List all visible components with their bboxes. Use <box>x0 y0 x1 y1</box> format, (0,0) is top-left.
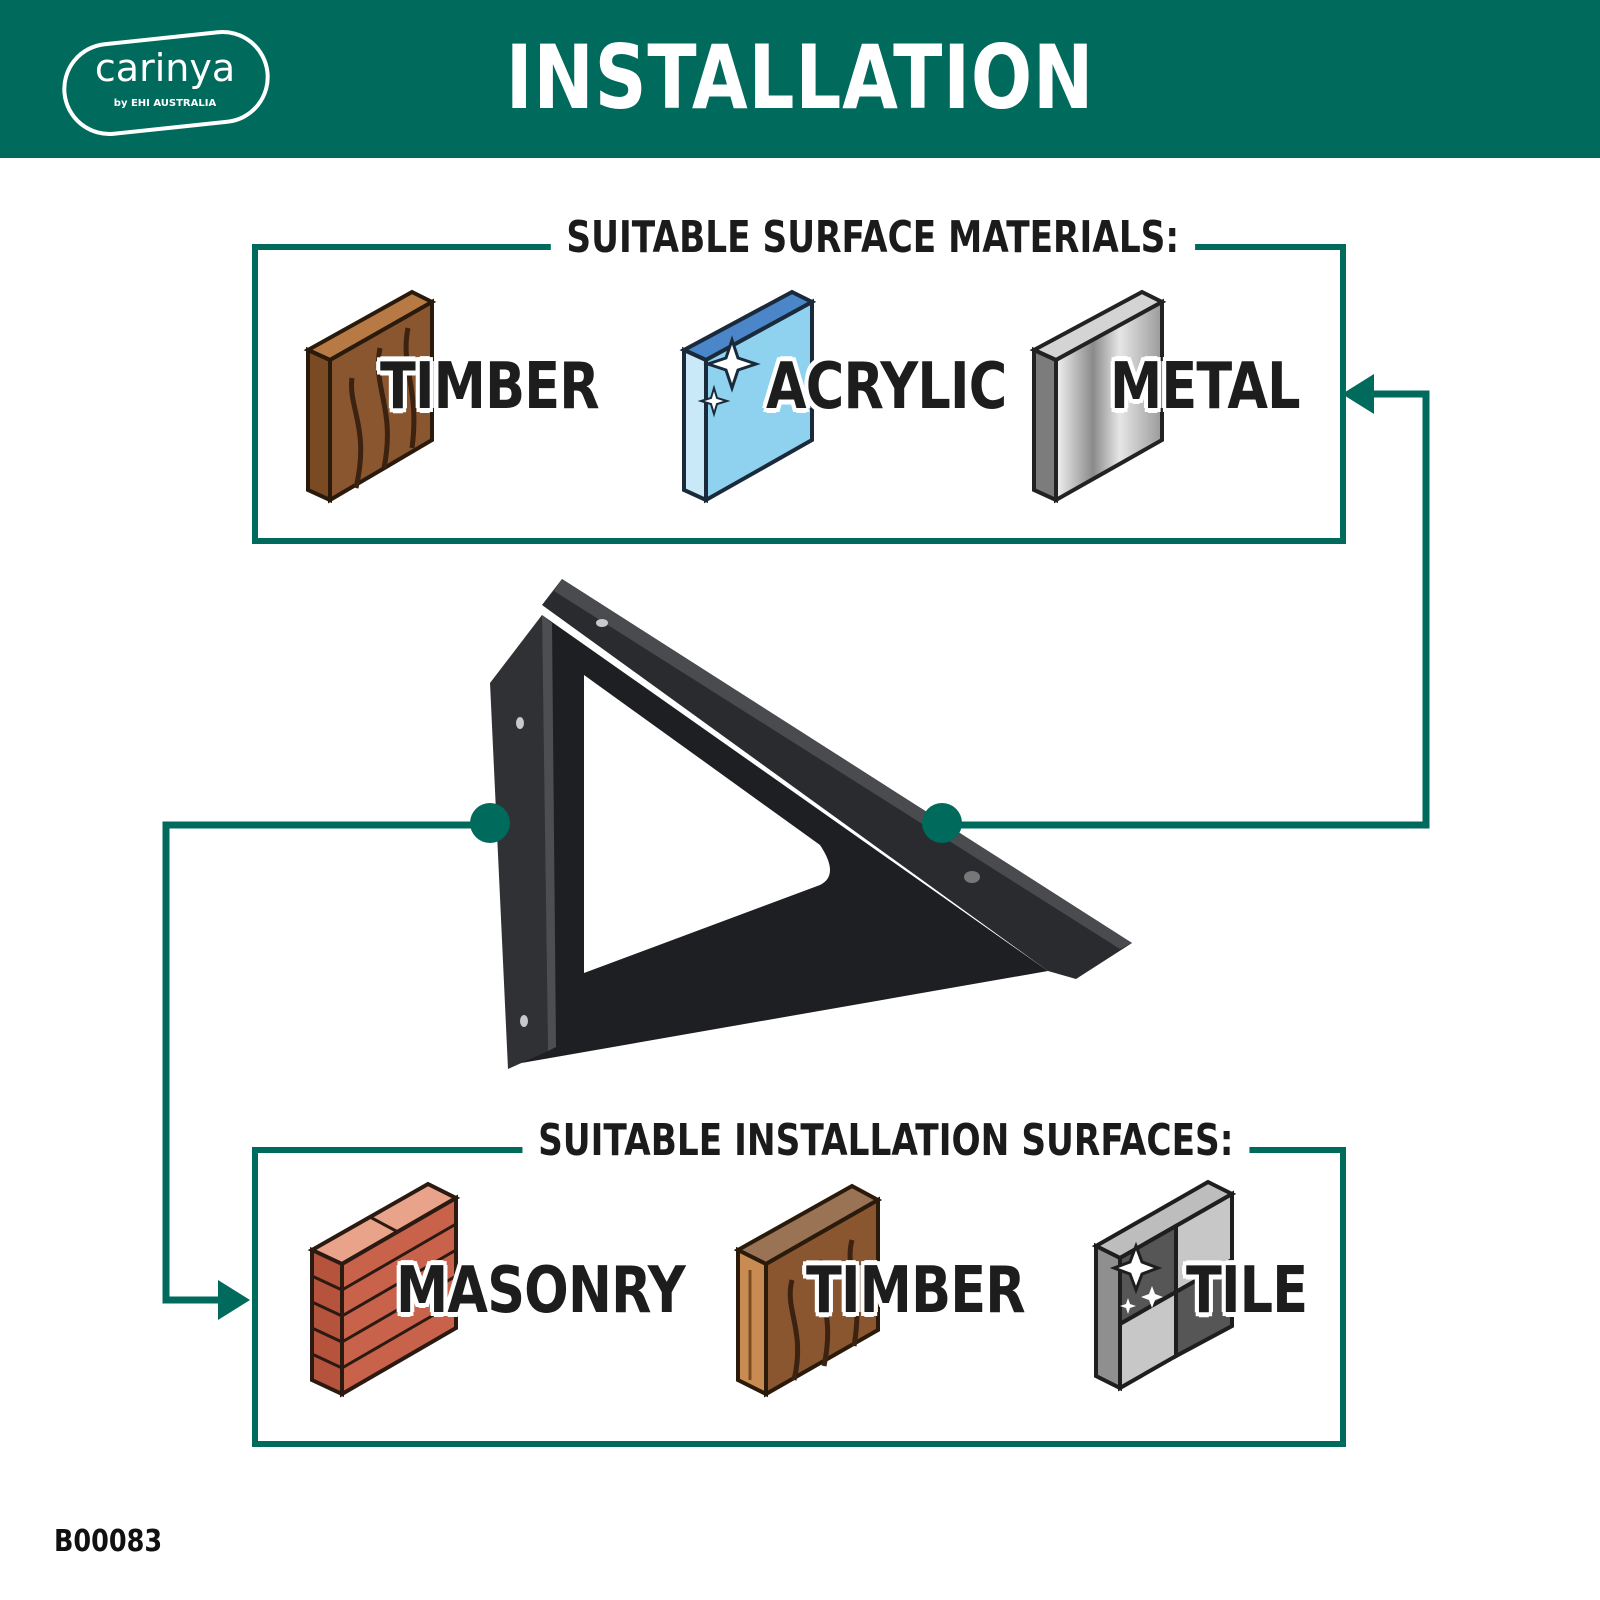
timber-panel-icon <box>303 289 437 504</box>
logo-text: carinya <box>94 46 236 90</box>
material-label-timber: TIMBER <box>380 350 600 424</box>
surface-materials-title: SUITABLE SURFACE MATERIALS: <box>550 212 1195 263</box>
shelf-bracket-image <box>490 579 1132 1069</box>
tile-block-icon <box>1091 1179 1237 1392</box>
brick-wall-icon <box>307 1181 461 1398</box>
surface-label-timber: TIMBER <box>806 1254 1026 1328</box>
timber-block-icon <box>733 1183 883 1398</box>
surface-label-tile: TILE <box>1186 1254 1308 1328</box>
material-label-metal: METAL <box>1110 350 1301 424</box>
surface-label-masonry: MASONRY <box>396 1254 686 1328</box>
carinya-logo: carinya by EHI AUSTRALIA <box>57 25 275 141</box>
installation-surfaces-title: SUITABLE INSTALLATION SURFACES: <box>522 1115 1250 1166</box>
acrylic-panel-icon <box>679 289 817 504</box>
page-title: INSTALLATION <box>505 26 1095 129</box>
material-label-acrylic: ACRYLIC <box>766 350 1007 424</box>
header-banner: carinya by EHI AUSTRALIA INSTALLATION <box>0 0 1600 158</box>
product-code: B00083 <box>54 1524 163 1559</box>
logo-subtext: by EHI AUSTRALIA <box>113 98 217 109</box>
metal-panel-icon <box>1029 289 1167 504</box>
